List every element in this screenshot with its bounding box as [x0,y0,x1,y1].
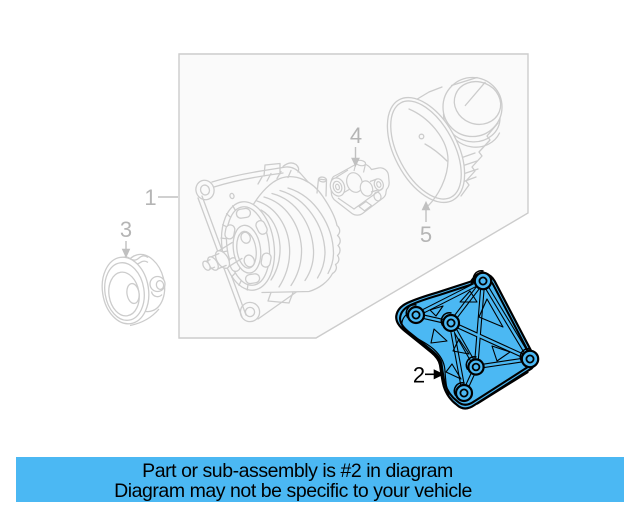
svg-text:3: 3 [120,217,132,242]
svg-text:4: 4 [350,123,362,148]
svg-text:1: 1 [144,185,156,210]
svg-text:2: 2 [413,363,425,388]
svg-text:Part or sub-assembly is #2 in: Part or sub-assembly is #2 in diagram [142,460,453,482]
svg-text:Diagram may not be specific to: Diagram may not be specific to your vehi… [114,480,472,502]
svg-text:5: 5 [420,222,432,247]
